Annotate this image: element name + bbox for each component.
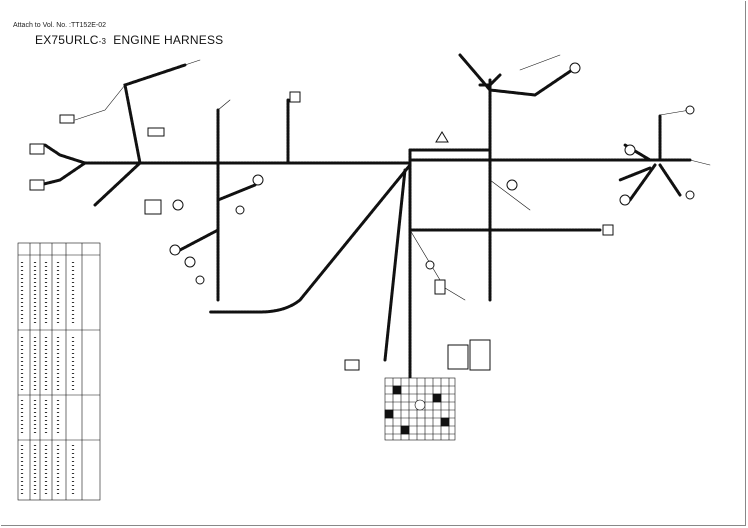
connectors — [29, 62, 695, 371]
model-suffix: -3 — [98, 37, 107, 46]
thin-leaders — [74, 54, 711, 301]
circuit-table — [17, 242, 101, 501]
drawing-title: EX75URLC-3 ENGINE HARNESS — [35, 33, 223, 47]
connector-grid — [384, 377, 456, 441]
main-trunk — [38, 53, 692, 382]
harness-title: ENGINE HARNESS — [113, 33, 224, 47]
attach-note: Attach to Vol. No. :TT152E-02 — [13, 22, 106, 29]
model-name: EX75URLC — [35, 33, 99, 47]
